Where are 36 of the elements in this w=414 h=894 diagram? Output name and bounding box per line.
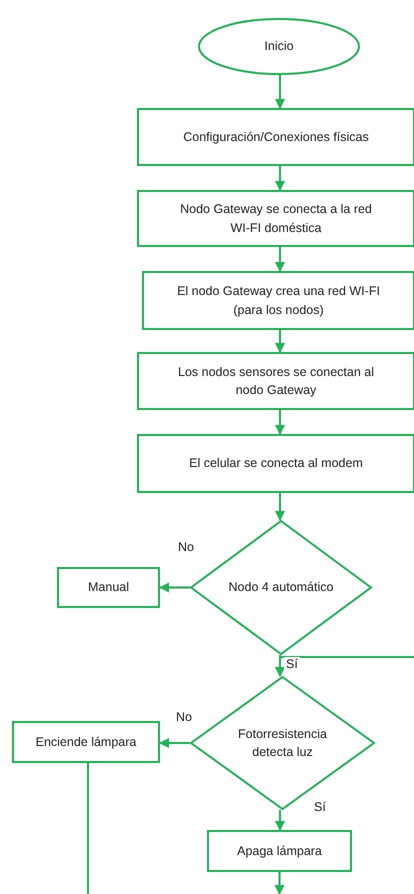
- process-box: [12, 721, 160, 763]
- arrow: [159, 582, 190, 592]
- node-text: Los nodos sensores se conectan al nodo Gateway: [177, 364, 375, 399]
- arrow: [275, 493, 285, 521]
- edge-label: Sí: [284, 657, 300, 671]
- start-ellipse: [198, 18, 360, 75]
- process-box: [137, 434, 414, 493]
- process-box: [137, 108, 414, 166]
- node-text: Nodo 4 automático: [228, 579, 334, 596]
- arrow: [275, 810, 285, 831]
- arrow: [275, 247, 285, 272]
- arrow: [275, 656, 414, 677]
- node-text: Manual: [88, 579, 129, 596]
- arrow: [275, 410, 285, 435]
- arrow: [274, 872, 284, 894]
- process-box: [137, 190, 414, 247]
- process-box: [57, 567, 160, 608]
- edge-label: No: [174, 710, 194, 724]
- node-text: El nodo Gateway crea una red WI-FI (para los nodos): [176, 283, 381, 319]
- arrow: [275, 330, 285, 353]
- node-text: Apaga lámpara: [237, 842, 322, 860]
- decision-diamond: [190, 676, 375, 810]
- edge-label: Sí: [312, 800, 328, 814]
- node-text: Fotorresistencia detecta luz: [237, 726, 328, 761]
- node-text: Configuración/Conexiones físicas: [183, 128, 369, 146]
- node-text: Inicio: [264, 38, 294, 56]
- node-text: El celular se conecta al modem: [189, 455, 363, 472]
- node-text: Nodo Gateway se conecta a la red WI-FI doméstica: [179, 201, 373, 236]
- process-box: [207, 830, 352, 872]
- process-box: [137, 352, 414, 410]
- arrow: [275, 166, 285, 191]
- arrow: [275, 75, 285, 109]
- process-box: [142, 271, 414, 330]
- node-text: Enciende lámpara: [36, 734, 136, 751]
- edge-label: No: [176, 540, 196, 554]
- arrow: [159, 738, 190, 748]
